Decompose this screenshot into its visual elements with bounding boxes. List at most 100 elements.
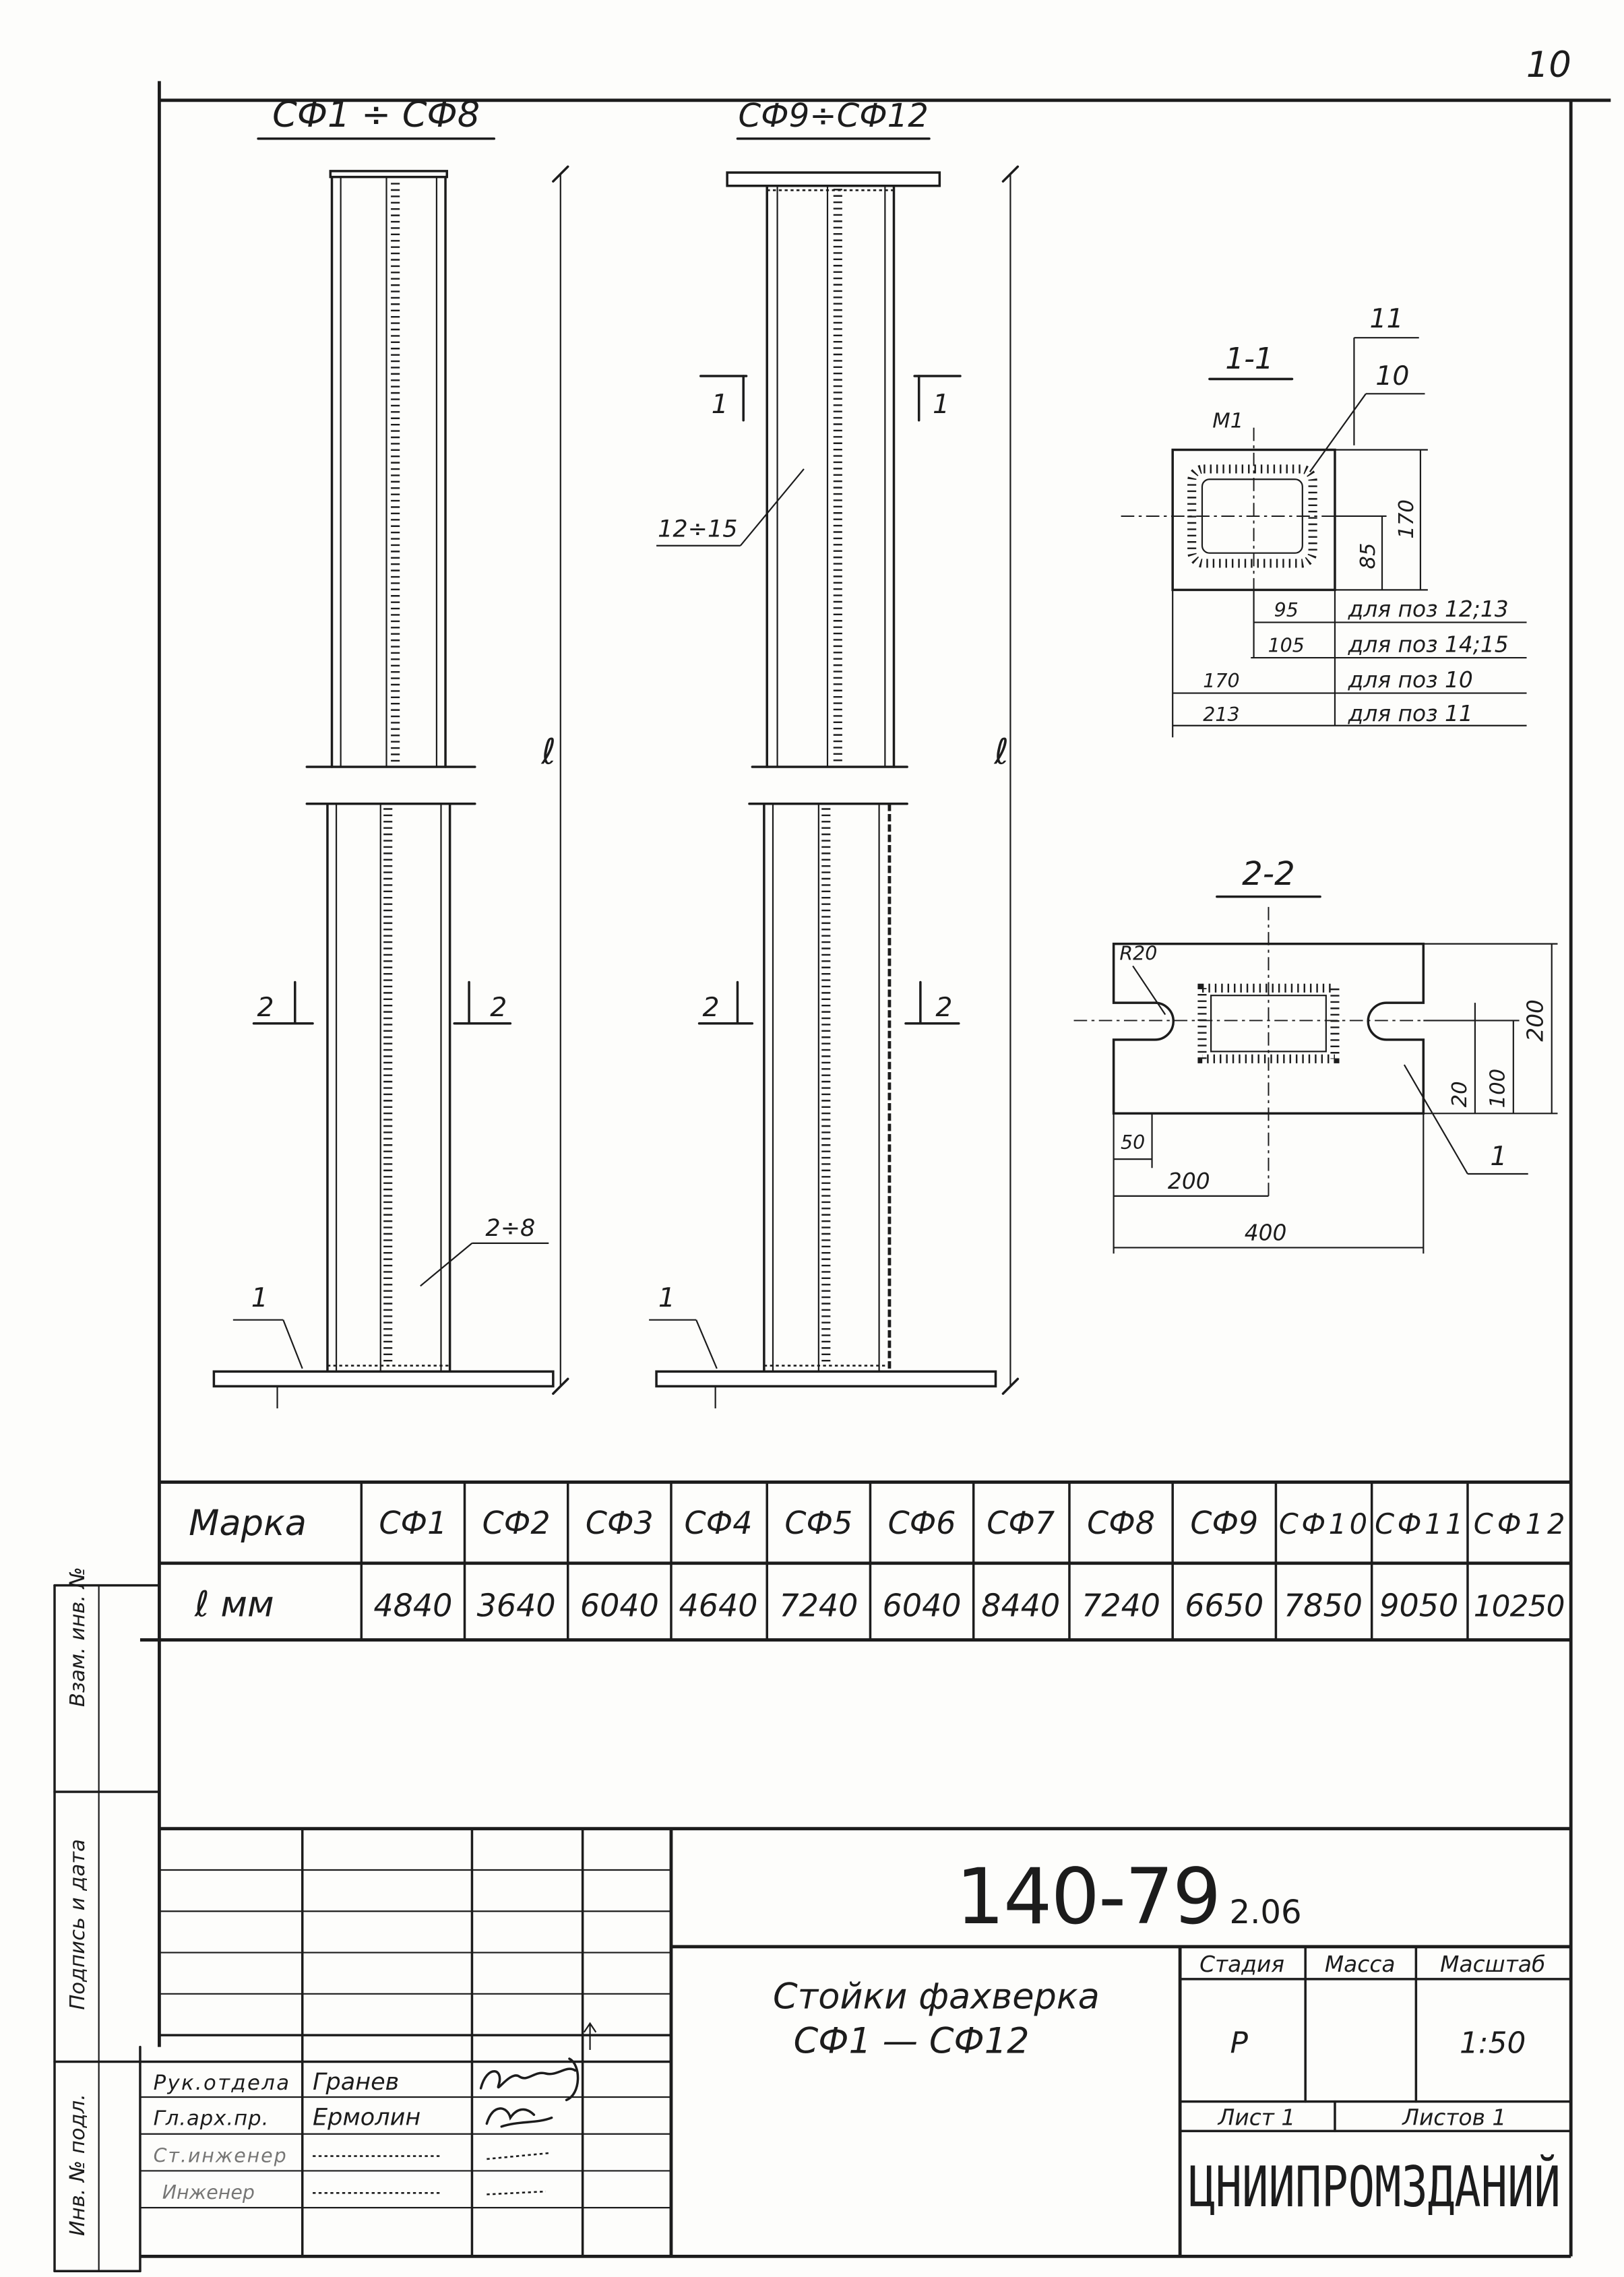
sheet-number: 10 [1526, 44, 1571, 86]
table-length-cell: 4640 [679, 1588, 758, 1624]
signature-name: Ермолин [313, 2104, 420, 2131]
scale-header: Масштаб [1440, 1952, 1545, 1977]
size-value: 213 [1203, 704, 1239, 726]
drawing-title-line1: Стойки фахверка [773, 1976, 1100, 2018]
table-mark-cell: СФ3 [586, 1505, 654, 1541]
table-length-cell: 7850 [1284, 1588, 1363, 1624]
section-2-2-pos-1: 1 [1490, 1141, 1507, 1172]
table-length-cell: 7240 [779, 1588, 858, 1624]
column1-leader-2-8: 2÷8 [420, 1215, 549, 1287]
slot-radius: R20 [1119, 943, 1157, 965]
table-mark-cell: СФ11 [1375, 1507, 1463, 1540]
signature-role: Ст.инженер [154, 2144, 286, 2166]
column1-dimension-tick [552, 165, 569, 183]
column-sf1-sf8: ℓ 2 2 2÷8 1 [212, 165, 569, 1408]
handwritten-signature [487, 2190, 546, 2195]
leader-label: 1 [251, 1282, 268, 1313]
table-length-cell: 9050 [1379, 1588, 1458, 1624]
drawing-title-line2: СФ1 — СФ12 [794, 2020, 1030, 2061]
title-block: Рук.отдела Гранев Гл.арх.пр. Ермолин Ст.… [139, 1827, 1572, 2258]
stage-value: Р [1230, 2026, 1248, 2060]
size-note: для поз 10 [1348, 667, 1473, 693]
stamp-signature-date: Подпись и дата [66, 1839, 90, 2010]
leader-line [739, 468, 805, 547]
handwritten-signature [485, 2107, 553, 2128]
section-mark-label: 1 [933, 389, 949, 420]
sheet-label: Лист 1 [1218, 2105, 1296, 2131]
column2-base-plate [655, 1370, 997, 1387]
column2-leader-12-15: 12÷15 [656, 468, 805, 547]
leader-label: 1 [658, 1282, 675, 1313]
table-mark-cell: СФ6 [888, 1505, 956, 1541]
leader-line [695, 1319, 718, 1369]
leader-label: 12÷15 [658, 516, 737, 543]
size-note: для поз 14;15 [1348, 631, 1509, 657]
scale-value: 1:50 [1460, 2026, 1526, 2060]
stamp-replace-inventory: Взам. инв. № [66, 1567, 90, 1707]
signature-row: Рук.отдела Гранев [154, 2057, 580, 2102]
table-length-cell: 6650 [1185, 1588, 1263, 1624]
column1-leader-1: 1 [232, 1282, 303, 1369]
table-mark-cell: СФ2 [482, 1505, 551, 1541]
table-length-cell: 3640 [477, 1588, 556, 1624]
column-sf9-sf12: ℓ 1 1 12÷15 2 2 1 [649, 165, 1020, 1408]
dimension-slot: 20 [1448, 1081, 1472, 1107]
table-length-cell: 7240 [1082, 1588, 1160, 1624]
size-value: 170 [1203, 670, 1239, 692]
column2-section-2-left-mark: 2 [697, 980, 754, 1025]
size-table: 95 для поз 12;13 105 для поз 14;15 170 д… [1172, 590, 1527, 738]
organization-name: ЦНИИПРОМЗДАНИЙ [1189, 2154, 1561, 2220]
section-mark-label: 1 [712, 389, 728, 420]
leader-label: 2÷8 [485, 1215, 535, 1242]
section-2-2: 2-2 R20 200 100 20 50 200 400 1 [1073, 855, 1558, 1254]
column1-top-cap [329, 170, 448, 179]
dimension-height: 200 [1523, 999, 1549, 1042]
leader-line [420, 1243, 473, 1287]
section-1-1-title: 1-1 [1225, 342, 1273, 376]
table-mark-cell: СФ4 [685, 1505, 753, 1541]
dimension-width: 400 [1245, 1220, 1287, 1246]
signature-role: Инженер [162, 2181, 255, 2204]
section-mark-label: 2 [935, 992, 952, 1023]
table-mark-cell: СФ5 [784, 1505, 852, 1541]
signature-row: Инженер [162, 2181, 546, 2204]
sheet-frame [139, 81, 1611, 2258]
table-mark-cell: СФ1 [379, 1505, 447, 1541]
size-note: для поз 12;13 [1348, 596, 1509, 622]
column2-top-plate [726, 171, 941, 187]
column1-base-plate [212, 1370, 555, 1387]
document-number: 140-79 [956, 1852, 1221, 1941]
signature-role: Рук.отдела [154, 2071, 289, 2095]
column1-section-2-right-mark: 2 [453, 980, 512, 1025]
table-mark-cell: СФ9 [1190, 1505, 1258, 1541]
leader-line [282, 1319, 303, 1369]
revision-arrow-mark [583, 2022, 597, 2050]
signature-name: Гранев [313, 2069, 399, 2096]
column2-leader-1: 1 [649, 1282, 718, 1369]
size-value: 95 [1274, 599, 1299, 621]
section-1-1-pos-10: 10 [1375, 361, 1409, 392]
tube-inner-outline [1210, 995, 1327, 1053]
tube-weld-outline [1197, 983, 1340, 1063]
table-mark-cell: СФ7 [987, 1505, 1055, 1541]
table-length-cell: 4840 [373, 1588, 452, 1624]
size-value: 105 [1268, 634, 1305, 656]
table-mark-cell: СФ10 [1279, 1507, 1367, 1540]
table-row-label-length: ℓ мм [194, 1584, 274, 1625]
leader-line [1309, 393, 1367, 472]
margin-stamps: Взам. инв. № Подпись и дата Инв. № подл. [53, 1567, 161, 2272]
column2-dimension-tick [1001, 165, 1020, 183]
column2-dimension-tick [1001, 1377, 1020, 1395]
section-mark-label: 2 [703, 992, 720, 1023]
group1-title: СФ1 ÷ СФ8 [272, 94, 480, 135]
column1-section-2-left-mark: 2 [252, 980, 314, 1025]
column1-length-label: ℓ [540, 732, 556, 773]
stage-header: Стадия [1199, 1952, 1284, 1977]
dimension-170: 170 [1395, 499, 1418, 538]
column2-section-1-right-mark: 1 [913, 375, 962, 422]
signature-row: Гл.арх.пр. Ермолин [154, 2104, 553, 2131]
section-1-1: 1-1 М1 11 10 170 85 95 для поз 12;13 [1121, 303, 1527, 738]
section-mark-label: 2 [490, 992, 507, 1023]
table-length-cell: 8440 [981, 1588, 1060, 1624]
